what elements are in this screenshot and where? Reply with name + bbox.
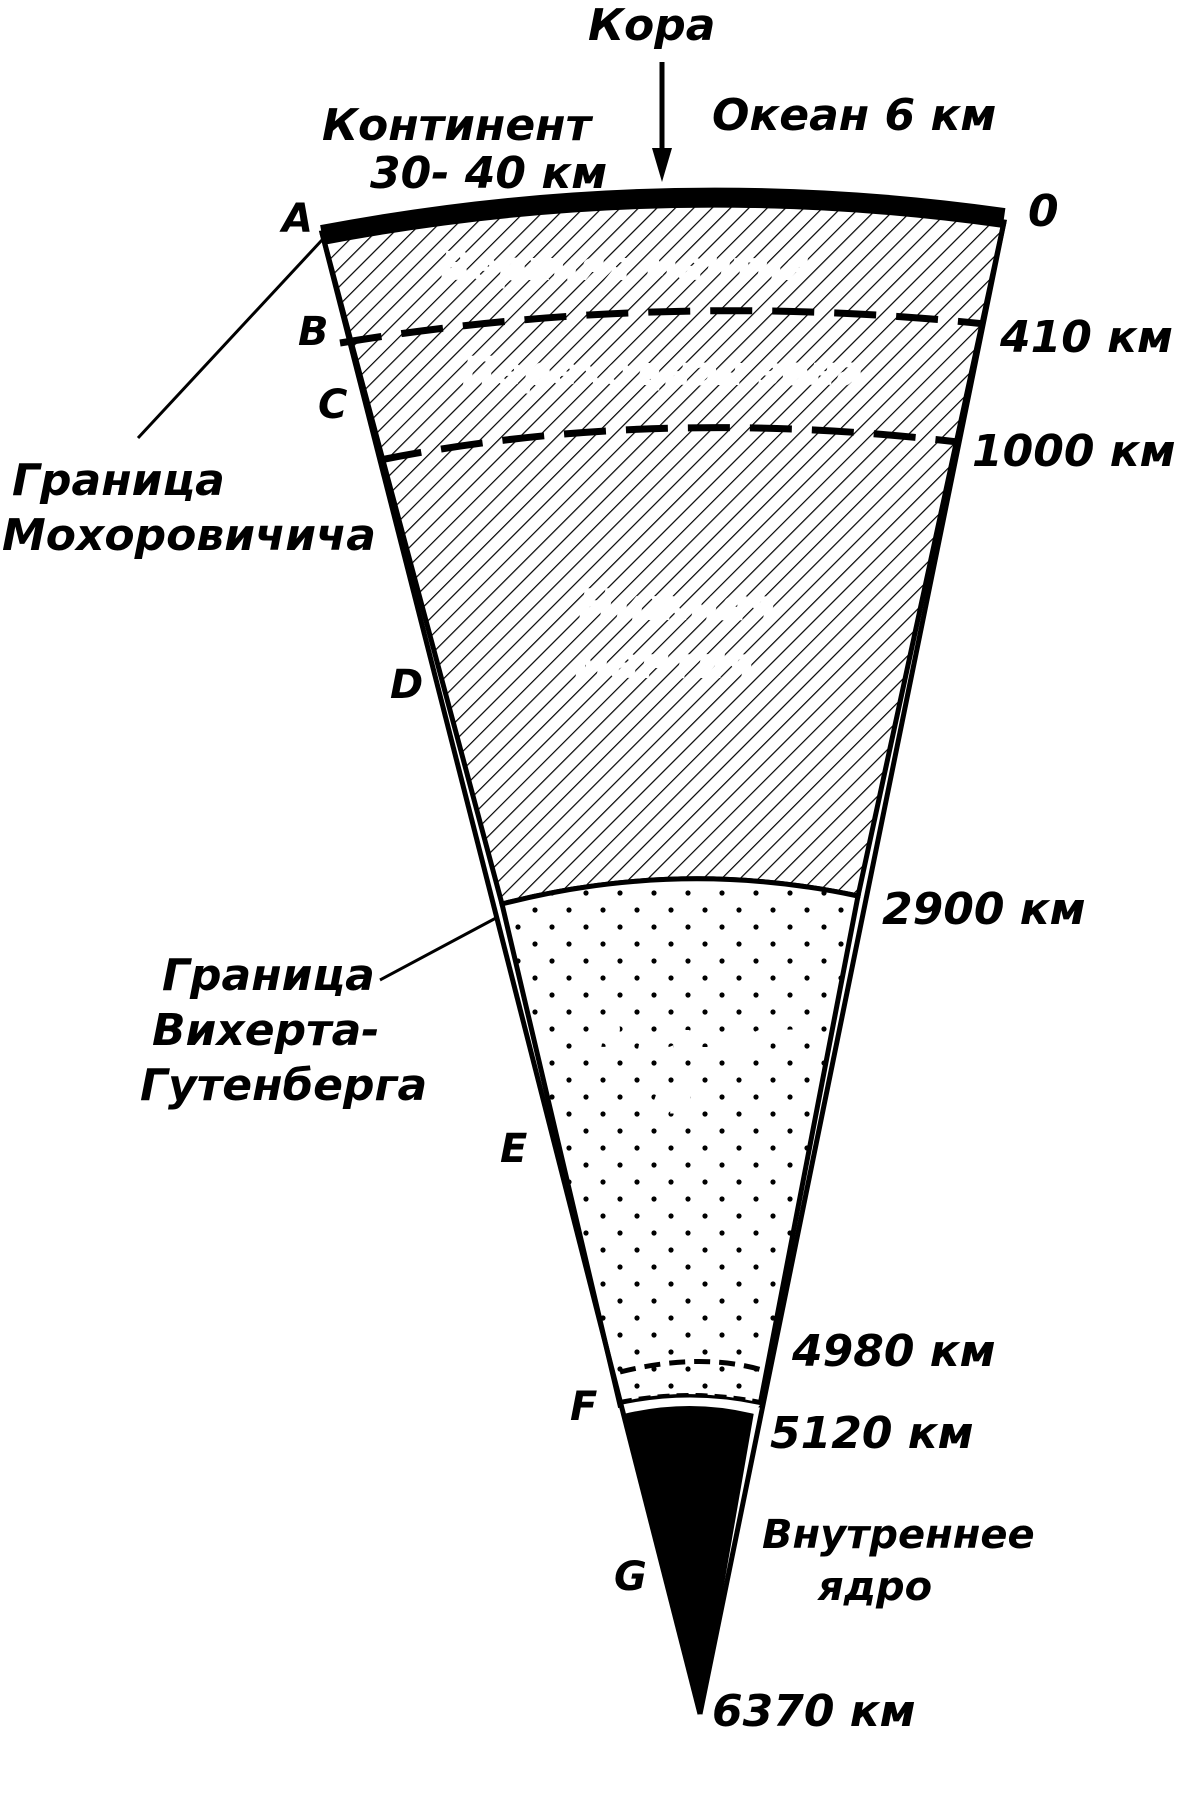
crust-arc	[320, 187, 1006, 245]
upper-mantle-label: Верхняя мантия	[440, 244, 809, 290]
depth-6370-label: 6370 км	[712, 1686, 916, 1737]
ocean-depth-label: Океан 6 км	[712, 90, 996, 141]
boundary-4980km	[619, 1358, 763, 1375]
boundary-1000km	[379, 424, 959, 464]
zone-letter-g: G	[614, 1554, 647, 1600]
wiechert-label-3: Гутенберга	[140, 1060, 427, 1111]
boundary-410km	[339, 307, 986, 347]
depth-410-label: 410 км	[999, 312, 1173, 363]
inner-core-label-2: ядро	[817, 1564, 932, 1610]
lower-mantle-label-2: мантия	[574, 638, 755, 689]
zone-letter-d: D	[390, 662, 423, 708]
zone-letter-e: E	[500, 1126, 527, 1172]
wiechert-label-2: Вихерта-	[152, 1005, 380, 1056]
lower-mantle-label-1: Нижняя	[578, 580, 776, 631]
crust-title: Кора	[588, 0, 715, 51]
inner-core-region	[624, 1406, 754, 1715]
zone-letter-c: C	[318, 382, 347, 428]
sector-right-edge	[697, 221, 1007, 1715]
moho-label-1: Граница	[12, 455, 225, 506]
depth-4980-label: 4980 км	[791, 1326, 996, 1377]
moho-leader-line	[136, 238, 324, 440]
zone-letter-b: B	[298, 309, 329, 355]
depth-1000-label: 1000 км	[972, 426, 1176, 477]
crust-arrow-head	[652, 148, 672, 182]
depth-0-label: 0	[1028, 186, 1059, 237]
outer-core-label-2: ядро	[621, 1072, 736, 1118]
moho-label-2: Мохоровичича	[2, 510, 376, 561]
outer-core-label-1: Внешнее	[592, 1016, 802, 1062]
depth-5120-label: 5120 км	[770, 1408, 974, 1459]
wiechert-leader-line	[379, 916, 497, 982]
zone-letter-a: A	[279, 196, 313, 242]
transition-zone-label: Переходная зона	[462, 349, 864, 395]
wiechert-label-1: Граница	[162, 950, 375, 1001]
continent-depth-label: 30- 40 км	[370, 148, 607, 199]
boundary-5120km	[619, 1393, 761, 1404]
outer-core-dots	[502, 878, 858, 1405]
depth-2900-label: 2900 км	[882, 884, 1086, 935]
zone-letter-f: F	[570, 1384, 597, 1430]
sector-left-edge	[319, 232, 703, 1715]
inner-core-label-1: Внутреннее	[762, 1512, 1035, 1558]
continent-label: Континент	[322, 100, 594, 151]
